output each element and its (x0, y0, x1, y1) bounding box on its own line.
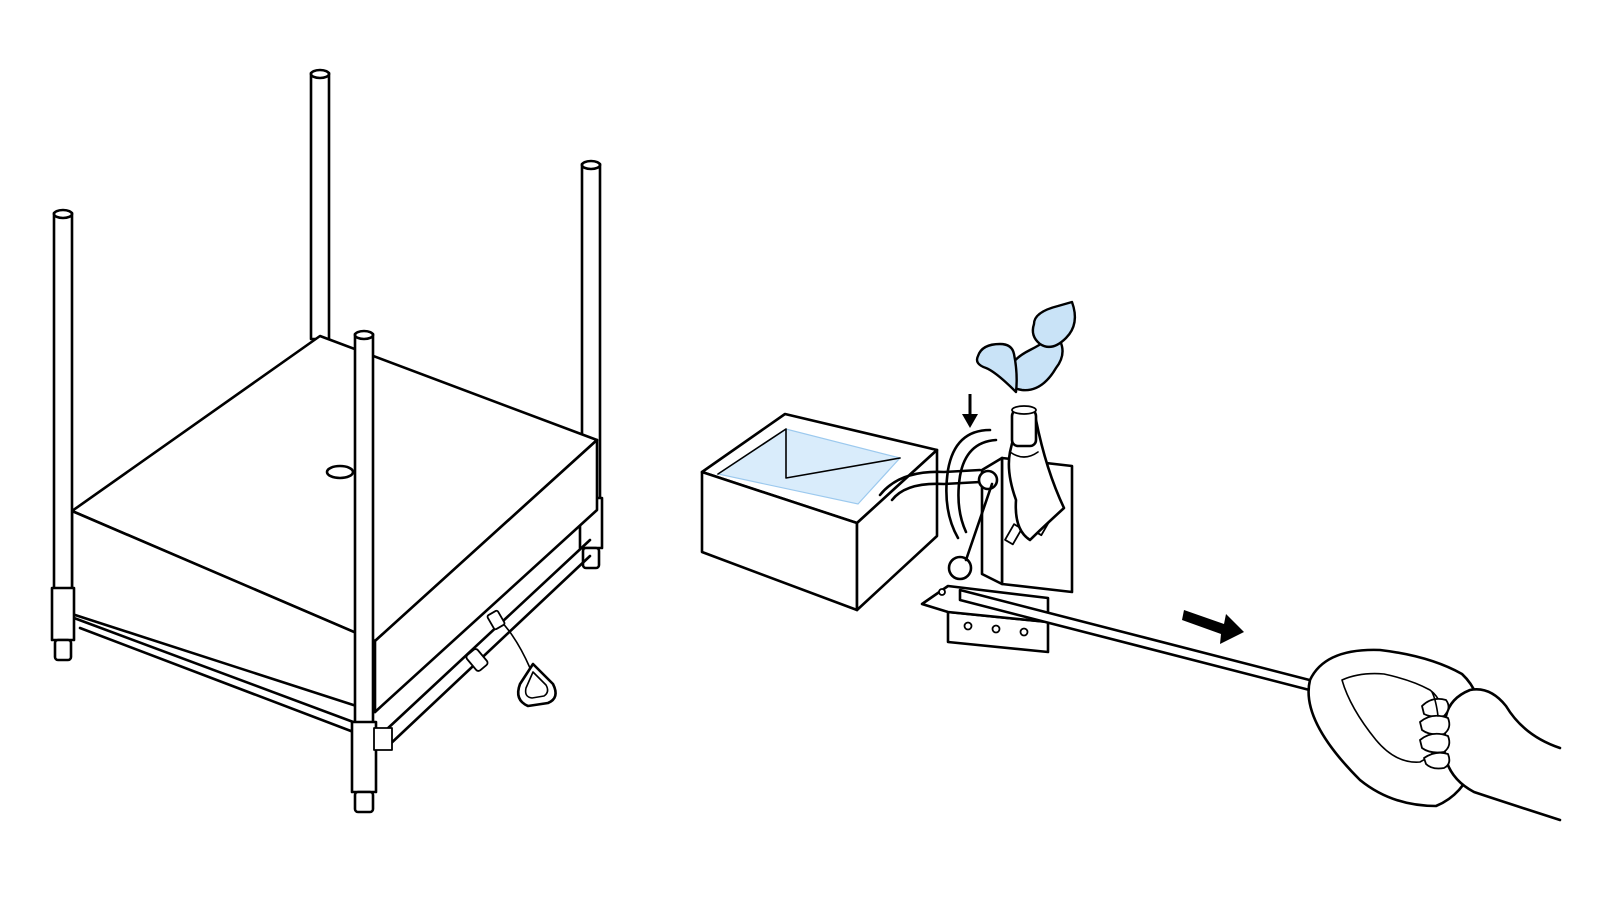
pull-direction-arrow (1182, 610, 1244, 644)
lower-frame-rail-right (384, 538, 592, 750)
back-corner-post (309, 68, 331, 341)
front-corner-post (350, 329, 393, 814)
center-hole (325, 464, 355, 480)
nozzle (1007, 405, 1066, 542)
frame-assembly (50, 68, 604, 814)
left-corner-post (50, 208, 76, 662)
water-splash (975, 300, 1077, 394)
pump-assembly (700, 300, 1562, 822)
downward-arrow (962, 394, 978, 428)
right-corner-post (578, 159, 604, 570)
pump-lever (945, 428, 999, 581)
pull-handle-cord (486, 609, 557, 708)
lower-frame-rail-left (72, 616, 366, 738)
base-box-right-face (373, 438, 599, 714)
water-tank (700, 412, 939, 612)
siphon-tube (878, 468, 982, 502)
hand (1419, 688, 1562, 822)
